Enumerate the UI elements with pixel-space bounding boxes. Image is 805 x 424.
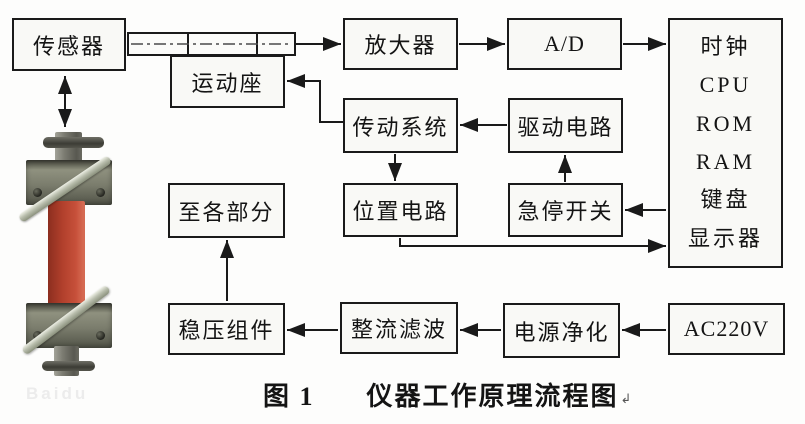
main-unit-line-display: 显示器 xyxy=(687,225,763,251)
block-amplifier-label: 放大器 xyxy=(364,33,437,58)
block-transmission-label: 传动系统 xyxy=(352,114,449,140)
figure-caption-title: 仪器工作原理流程图 xyxy=(366,382,619,411)
main-unit-line-rom: ROM xyxy=(695,110,756,136)
block-ad-converter: A/D xyxy=(507,18,622,70)
figure-caption-label: 图 1 xyxy=(263,382,315,411)
main-unit-line-clock: 时钟 xyxy=(700,34,751,60)
main-unit-line-cpu: CPU xyxy=(699,72,752,98)
block-drive-circuit: 驱动电路 xyxy=(508,98,623,153)
block-rectifier-filter: 整流滤波 xyxy=(340,302,458,354)
block-power-purifier-label: 电源净化 xyxy=(513,319,610,345)
arrow-transmission-to-motion-seat xyxy=(287,74,343,123)
photo-red-specimen xyxy=(48,201,85,307)
main-unit-line-keyboard: 键盘 xyxy=(700,187,751,213)
block-sensor-label: 传感器 xyxy=(32,33,105,59)
block-rectifier-filter-label: 整流滤波 xyxy=(350,317,447,342)
block-motion-seat-label: 运动座 xyxy=(191,70,264,96)
block-power-purifier: 电源净化 xyxy=(503,303,620,358)
fixture-photo xyxy=(15,128,147,394)
block-motion-seat: 运动座 xyxy=(170,55,285,108)
block-voltage-regulator-label: 稳压组件 xyxy=(178,318,275,343)
main-unit-line-ram: RAM xyxy=(695,149,756,175)
paragraph-return-mark: ↲ xyxy=(620,391,634,407)
block-ac-supply: AC220V xyxy=(668,303,785,355)
block-emergency-stop-label: 急停开关 xyxy=(517,199,614,224)
photo-bolt xyxy=(96,188,105,197)
block-position-circuit: 位置电路 xyxy=(343,183,458,237)
block-main-unit: 时钟 CPU ROM RAM 键盘 显示器 xyxy=(668,18,783,268)
block-amplifier: 放大器 xyxy=(343,18,458,70)
block-position-circuit-label: 位置电路 xyxy=(352,199,449,224)
watermark: Baidu xyxy=(26,384,89,403)
figure-caption: 图 1 仪器工作原理流程图↲ xyxy=(263,376,631,413)
block-to-all-parts-label: 至各部分 xyxy=(178,199,275,225)
photo-top-pin xyxy=(43,137,104,148)
block-to-all-parts: 至各部分 xyxy=(168,183,285,238)
block-ad-converter-label: A/D xyxy=(544,31,585,56)
block-drive-circuit-label: 驱动电路 xyxy=(517,114,614,140)
block-emergency-stop: 急停开关 xyxy=(508,183,623,237)
block-voltage-regulator: 稳压组件 xyxy=(168,303,285,355)
block-ac-supply-label: AC220V xyxy=(683,316,770,341)
arrow-position-to-main-unit xyxy=(399,238,666,253)
photo-bolt xyxy=(33,188,42,197)
photo-bolt xyxy=(96,331,105,340)
block-sensor: 传感器 xyxy=(12,18,126,71)
block-transmission: 传动系统 xyxy=(343,98,458,153)
photo-bottom-pin xyxy=(42,361,95,371)
